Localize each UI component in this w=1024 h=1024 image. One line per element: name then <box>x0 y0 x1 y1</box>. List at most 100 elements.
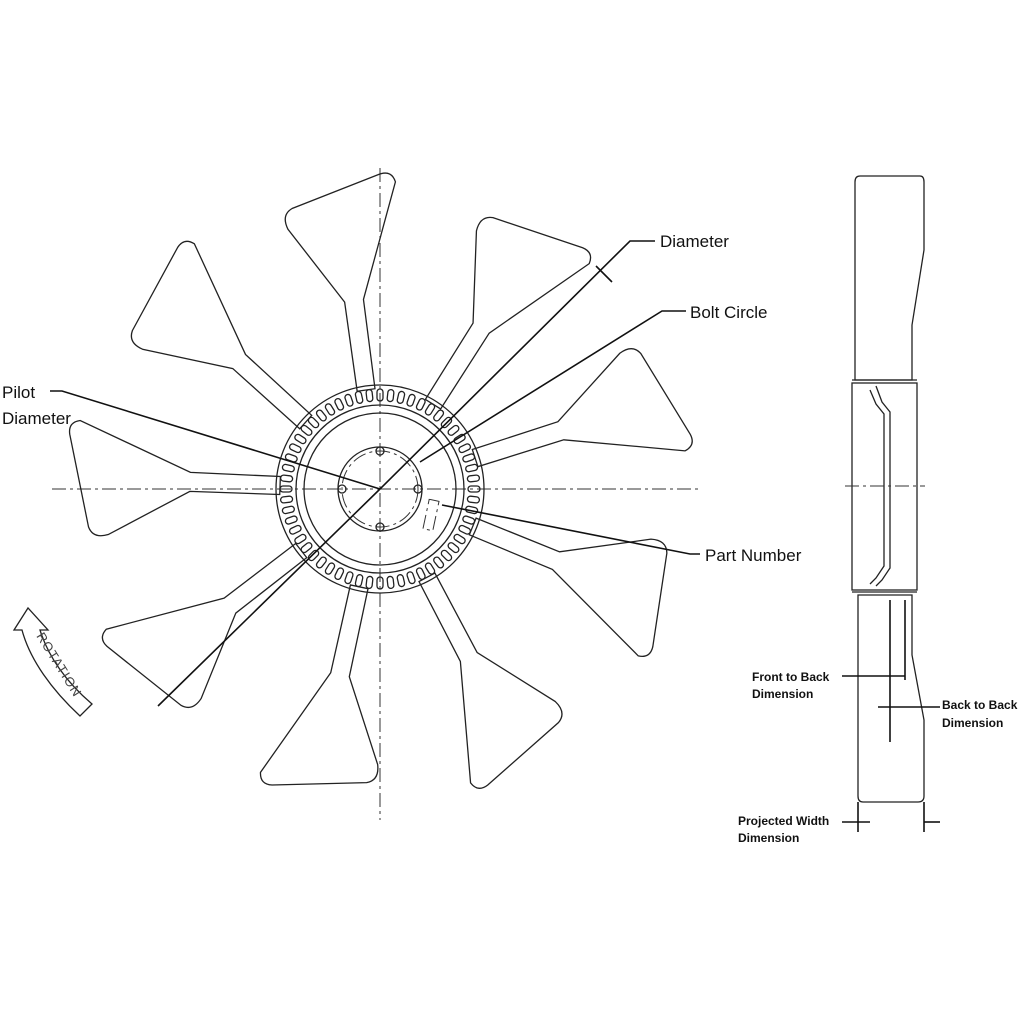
fan-blade <box>101 542 308 709</box>
bolt-circle-leader <box>419 310 686 463</box>
hub-slot <box>307 549 320 562</box>
hub-slot <box>279 485 293 493</box>
hub-slot <box>315 556 327 569</box>
fan-blade <box>418 572 563 789</box>
hub-slot <box>334 397 345 411</box>
hub-slot <box>458 443 472 454</box>
fan-blade <box>259 584 379 786</box>
side-hub-profile <box>875 385 891 587</box>
hub-slot <box>462 453 476 463</box>
hub-outer-ring <box>275 384 485 594</box>
hub-slot <box>396 390 406 404</box>
side-blade-bottom <box>857 594 925 803</box>
back-to-back-label-2: Dimension <box>942 716 1003 730</box>
pilot-leader <box>50 390 381 490</box>
hub-slot <box>354 574 364 588</box>
fan-blade <box>284 172 397 392</box>
hub-slot <box>344 393 354 407</box>
hub-slot <box>458 524 472 535</box>
bolt-hole-right <box>413 484 423 494</box>
hub-slot <box>324 562 336 575</box>
hub-slot <box>376 388 384 402</box>
hub-slot <box>307 416 320 429</box>
fan-blade <box>68 419 282 537</box>
hub-slot <box>466 495 481 504</box>
hub-slot <box>279 495 294 504</box>
diameter-label: Diameter <box>660 232 729 251</box>
hub-slot <box>324 403 336 416</box>
hub-slot <box>300 424 313 436</box>
hub-slot <box>406 393 416 407</box>
hub-slot <box>281 463 295 473</box>
bolt-circle-label: Bolt Circle <box>690 303 767 322</box>
pilot-label-1: Pilot <box>2 383 35 402</box>
hub-slot <box>376 576 384 590</box>
fan-blade <box>424 216 592 410</box>
hub-slot <box>396 574 406 588</box>
hub-slots <box>279 388 481 590</box>
rotation-label: ROTATION <box>33 630 85 700</box>
hub-slot <box>294 433 307 445</box>
hub-slot <box>466 474 481 483</box>
diameter-leader <box>379 240 655 490</box>
bolt-circle-dashed <box>341 450 419 528</box>
bolt-hole-top <box>375 446 385 456</box>
hub-slot <box>386 388 395 403</box>
bolt-hole-bottom <box>375 522 385 532</box>
hub-slot <box>467 485 481 493</box>
hub-slot <box>334 567 345 581</box>
side-hub-profile-inner <box>869 389 885 585</box>
projected-width-label-1: Projected Width <box>738 814 829 828</box>
leaders <box>50 240 700 707</box>
hub-slot <box>365 388 374 403</box>
fan-blades <box>68 172 693 789</box>
hub-slot <box>433 556 445 569</box>
side-view <box>842 175 940 832</box>
hub-slot <box>344 571 354 585</box>
rotation-arrow-shape <box>12 606 93 717</box>
hub-slot <box>315 409 327 422</box>
hub-slot <box>447 424 460 436</box>
fan-hub <box>275 384 485 594</box>
bolt-hole-left <box>337 484 347 494</box>
hub-slot <box>288 524 302 535</box>
hub-slot <box>300 542 313 554</box>
hub-slot <box>447 542 460 554</box>
hub-slot <box>453 433 466 445</box>
hub-inner-ring <box>295 404 465 574</box>
projected-width-label-2: Dimension <box>738 831 799 845</box>
hub-slot <box>415 397 426 411</box>
part-number-label: Part Number <box>705 546 802 565</box>
hub-slot <box>424 562 436 575</box>
diameter-tick <box>595 265 613 283</box>
hub-slot <box>281 505 295 515</box>
hub-slot <box>284 515 298 525</box>
fan-blade <box>468 517 668 657</box>
hub-slot <box>279 474 294 483</box>
hub-slot <box>365 575 374 590</box>
hub-slot <box>462 515 476 525</box>
front-to-back-label-2: Dimension <box>752 687 813 701</box>
hub-slot <box>386 575 395 590</box>
rotation-arrow: ROTATION <box>12 606 93 717</box>
hub-slot <box>406 571 416 585</box>
fan-blade <box>471 348 693 468</box>
diameter-leader-ext <box>157 488 381 707</box>
hub-slot <box>294 533 307 545</box>
hub-slot <box>354 390 364 404</box>
front-to-back-label-1: Front to Back <box>752 670 830 684</box>
hub-slot <box>465 463 479 473</box>
pilot-label-2: Diameter <box>2 409 71 428</box>
side-blade-top <box>854 175 925 381</box>
hub-slot <box>440 549 453 562</box>
part-number-plate <box>422 498 440 532</box>
hub-step-ring <box>303 412 457 566</box>
hub-slot <box>433 409 445 422</box>
hub-slot <box>424 403 436 416</box>
hub-slot <box>415 567 426 581</box>
fan-blade <box>130 240 313 430</box>
hub-slot <box>453 533 466 545</box>
back-to-back-label-1: Back to Back <box>942 698 1018 712</box>
